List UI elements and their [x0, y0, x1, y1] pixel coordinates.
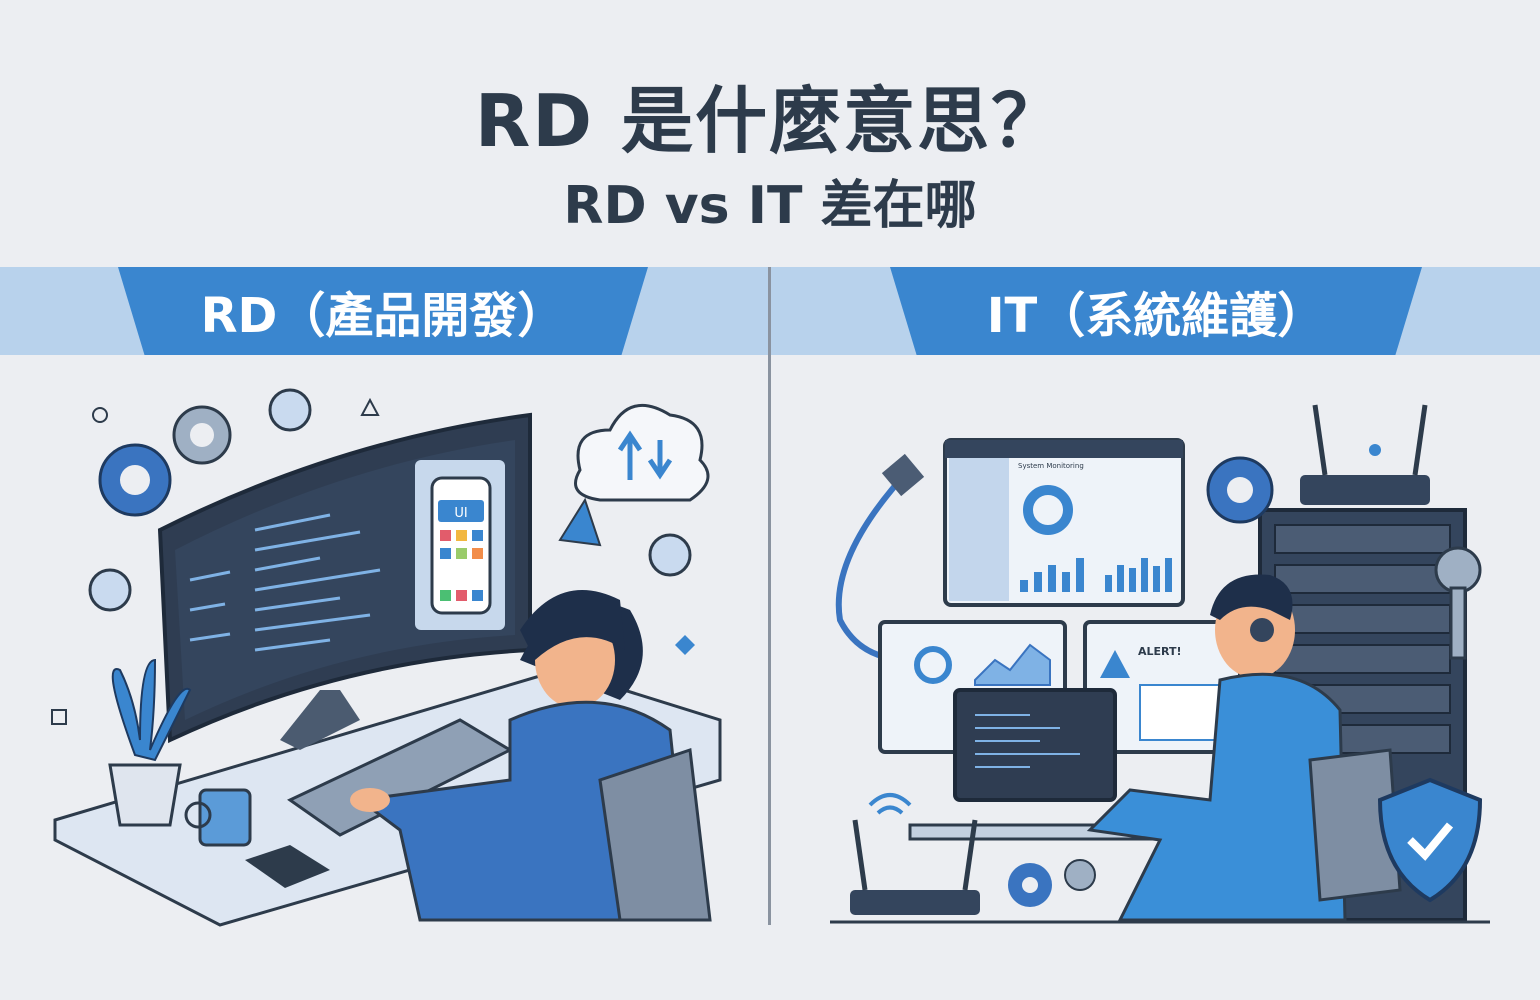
plant: [108, 658, 192, 827]
it-illustration: System Monitoring ALERT!: [830, 404, 1490, 924]
rd-illustration: UI: [51, 388, 722, 927]
key-icon: [1434, 546, 1482, 660]
coffee-mug-icon: [184, 788, 252, 847]
square-shape: [51, 709, 67, 725]
person: [350, 590, 692, 922]
dashboard-title: System Monitoring: [1018, 462, 1084, 470]
chair: [598, 747, 712, 922]
diamond-shape: [675, 635, 695, 655]
phone-ui-label: UI: [454, 506, 467, 521]
page-title: RD 是什麼意思？: [474, 79, 1066, 163]
phone-icon: [245, 845, 330, 888]
alert-label: ALERT!: [1138, 645, 1182, 658]
lightbulb-icon: [88, 388, 692, 612]
page-subtitle: RD vs IT 差在哪: [563, 176, 977, 236]
router-icon: [1300, 404, 1430, 505]
triangle-shape: [360, 397, 380, 416]
gear-icon: [98, 405, 232, 517]
person-with-headset: [1086, 574, 1347, 922]
cloud-sync-icon: [574, 403, 710, 502]
gear-icon: [1008, 456, 1274, 907]
dashboard-monitor: System Monitoring: [943, 438, 1185, 607]
wifi-router-icon: [850, 793, 980, 915]
alert-monitor: ALERT!: [1083, 620, 1242, 754]
chair: [1308, 748, 1402, 902]
pyramid-shape: [558, 497, 602, 547]
it-section-banner: IT（系統維護）: [890, 267, 1422, 355]
shield-check-icon: [1377, 777, 1483, 903]
circle-shape: [92, 407, 108, 423]
rd-section-banner: RD（產品開發）: [118, 267, 648, 355]
section-divider: [768, 267, 771, 925]
curved-monitor: UI: [157, 412, 532, 750]
terminal-monitor: [953, 688, 1117, 802]
